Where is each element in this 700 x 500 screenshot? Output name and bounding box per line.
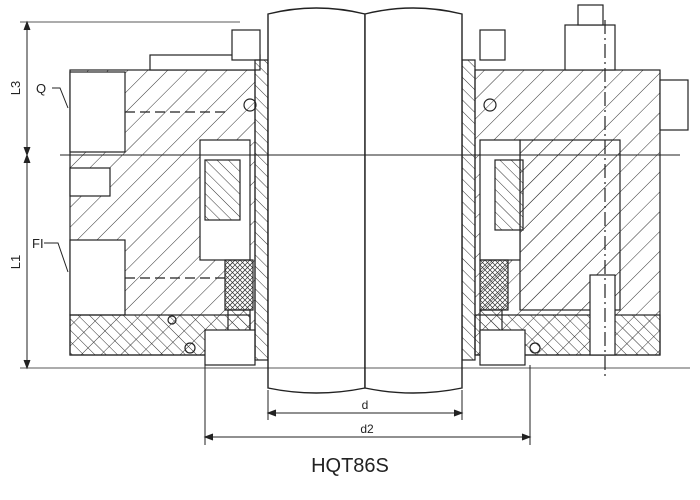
drawing-title: HQT86S bbox=[311, 455, 389, 477]
left-sleeve bbox=[254, 59, 269, 361]
label-d2: d2 bbox=[360, 422, 374, 436]
label-d: d bbox=[362, 398, 369, 412]
label-q: Q bbox=[36, 81, 46, 96]
label-l3: L3 bbox=[8, 81, 23, 95]
left-housing bbox=[69, 29, 261, 366]
right-sleeve bbox=[461, 59, 476, 361]
label-fl: FI bbox=[32, 236, 44, 251]
shaft bbox=[267, 7, 463, 394]
label-l1: L1 bbox=[8, 255, 23, 269]
vertical-dimensions bbox=[23, 20, 31, 370]
horizontal-dimensions bbox=[203, 365, 532, 445]
right-housing bbox=[474, 4, 689, 380]
